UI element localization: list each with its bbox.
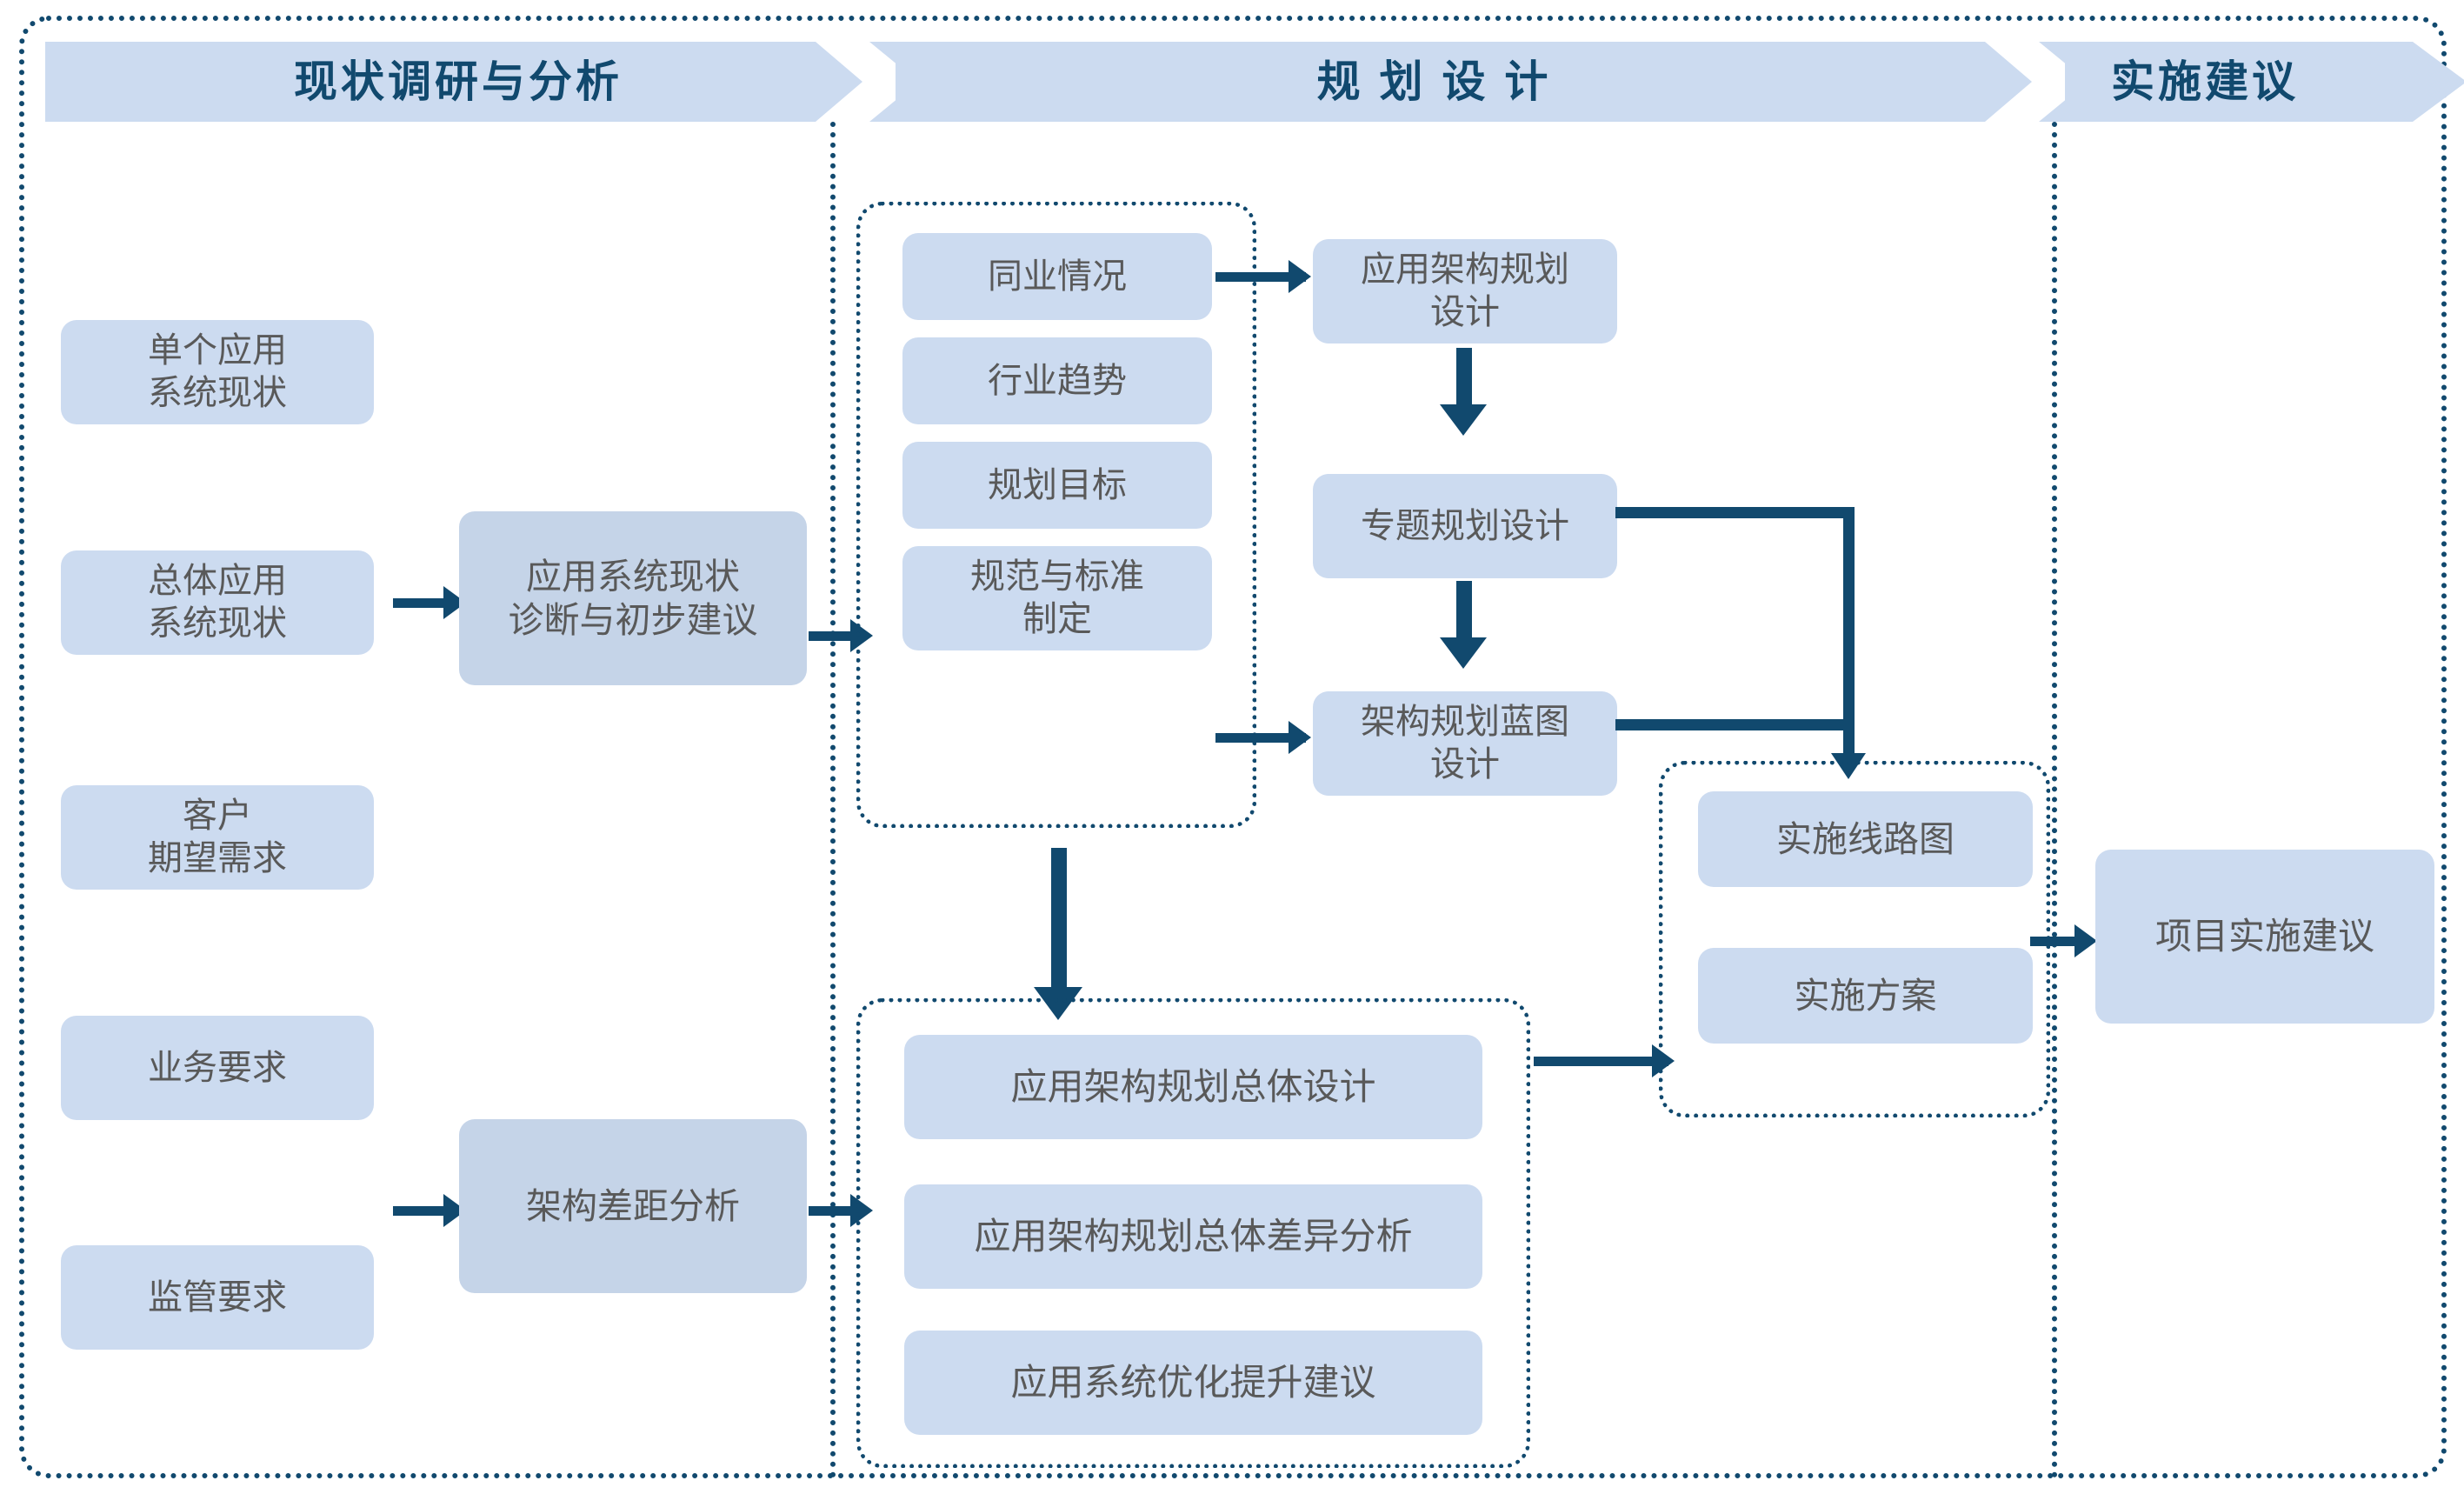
box-spec-and-standard[interactable]: 规范与标准 制定: [902, 546, 1212, 650]
section-divider-2: [2052, 122, 2057, 1478]
banner-label: 现状调研与分析: [294, 57, 623, 106]
arrowhead-diagnosis-to-inputs-panel-icon: [850, 619, 873, 652]
box-label: 总体应用 系统现状: [148, 562, 287, 643]
box-overall-app-system-status[interactable]: 总体应用 系统现状: [61, 550, 374, 655]
box-overall-architecture-design[interactable]: 应用架构规划总体设计: [904, 1035, 1482, 1139]
box-label: 架构规划蓝图 设计: [1361, 703, 1569, 784]
box-label: 客户 期望需求: [148, 797, 287, 877]
section-divider-1: [830, 122, 836, 1478]
box-label: 应用架构规划 设计: [1361, 250, 1569, 331]
box-label: 业务要求: [148, 1048, 287, 1087]
box-label: 监管要求: [148, 1277, 287, 1317]
banner-label: 规 划 设 计: [1316, 57, 1552, 106]
box-peer-situation[interactable]: 同业情况: [902, 233, 1212, 320]
box-label: 应用系统优化提升建议: [1010, 1362, 1376, 1404]
box-business-requirement[interactable]: 业务要求: [61, 1016, 374, 1120]
connector-spec-to-blueprint: [1215, 733, 1306, 743]
box-label: 单个应用 系统现状: [148, 331, 287, 412]
box-label: 同业情况: [988, 257, 1127, 296]
box-industry-trend[interactable]: 行业趋势: [902, 337, 1212, 424]
connector-overall-panel-to-implementation: [1534, 1057, 1668, 1066]
box-regulatory-requirement[interactable]: 监管要求: [61, 1245, 374, 1350]
banner-implementation-advice[interactable]: 实施建议: [1997, 42, 2413, 122]
box-architecture-gap-analysis[interactable]: 架构差距分析: [459, 1119, 807, 1293]
connector-thematic-right-run: [1615, 507, 1855, 518]
connector-inputs-to-gap-analysis: [393, 1206, 443, 1216]
box-label: 架构差距分析: [526, 1185, 740, 1226]
connector-implementation-to-output: [2030, 937, 2084, 946]
connector-gap-analysis-to-overall-panel: [809, 1206, 862, 1216]
arrowhead-into-implementation-panel-icon: [1831, 753, 1866, 779]
connector-planning-design-to-thematic: [1456, 348, 1472, 413]
box-label: 应用架构规划总体设计: [1010, 1066, 1376, 1108]
connector-diagnosis-to-inputs-panel: [809, 631, 862, 641]
arrowhead-implementation-to-output-icon: [2074, 924, 2097, 957]
box-planning-goal[interactable]: 规划目标: [902, 442, 1212, 529]
arrowhead-planning-design-to-thematic-icon: [1440, 404, 1487, 436]
box-thematic-planning-design[interactable]: 专题规划设计: [1313, 474, 1617, 578]
box-label: 项目实施建议: [2154, 916, 2374, 957]
box-single-app-system-status[interactable]: 单个应用 系统现状: [61, 320, 374, 424]
box-implementation-plan[interactable]: 实施方案: [1698, 948, 2033, 1044]
box-system-optimization-advice[interactable]: 应用系统优化提升建议: [904, 1331, 1482, 1435]
connector-peer-situation-to-planning-design: [1215, 272, 1306, 282]
box-label: 实施线路图: [1776, 818, 1955, 859]
arrowhead-peer-to-planning-design-icon: [1289, 260, 1311, 293]
arrowhead-overall-panel-to-implementation-icon: [1652, 1044, 1675, 1077]
box-app-system-diagnosis[interactable]: 应用系统现状 诊断与初步建议: [459, 511, 807, 685]
box-label: 应用系统现状 诊断与初步建议: [508, 556, 758, 640]
arrowhead-gap-analysis-to-overall-panel-icon: [850, 1194, 873, 1227]
connector-blueprint-right-run: [1615, 719, 1855, 730]
box-project-implementation-advice[interactable]: 项目实施建议: [2095, 850, 2434, 1024]
connector-inputs-panel-to-overall-panel: [1051, 848, 1067, 996]
box-implementation-roadmap[interactable]: 实施线路图: [1698, 791, 2033, 887]
connector-thematic-to-blueprint: [1456, 581, 1472, 646]
box-app-architecture-planning-design[interactable]: 应用架构规划 设计: [1313, 239, 1617, 343]
banner-arrow-tip-icon: [2413, 42, 2464, 122]
box-label: 实施方案: [1794, 975, 1937, 1016]
box-label: 专题规划设计: [1361, 506, 1569, 545]
arrowhead-thematic-to-blueprint-icon: [1440, 637, 1487, 669]
banner-planning-design[interactable]: 规 划 设 计: [828, 42, 2041, 122]
connector-inputs-to-diagnosis: [393, 598, 443, 608]
box-architecture-blueprint-design[interactable]: 架构规划蓝图 设计: [1313, 691, 1617, 796]
box-label: 行业趋势: [988, 361, 1127, 400]
banner-label: 实施建议: [2111, 57, 2299, 106]
arrowhead-inputs-panel-to-overall-panel-icon: [1034, 987, 1082, 1020]
box-overall-gap-analysis[interactable]: 应用架构规划总体差异分析: [904, 1184, 1482, 1289]
box-label: 应用架构规划总体差异分析: [974, 1216, 1413, 1257]
box-label: 规划目标: [988, 465, 1127, 504]
arrowhead-spec-to-blueprint-icon: [1289, 721, 1311, 754]
connector-right-vertical-run: [1843, 507, 1855, 759]
banner-current-state-survey[interactable]: 现状调研与分析: [45, 42, 871, 122]
box-customer-expectation[interactable]: 客户 期望需求: [61, 785, 374, 890]
box-label: 规范与标准 制定: [970, 557, 1144, 638]
